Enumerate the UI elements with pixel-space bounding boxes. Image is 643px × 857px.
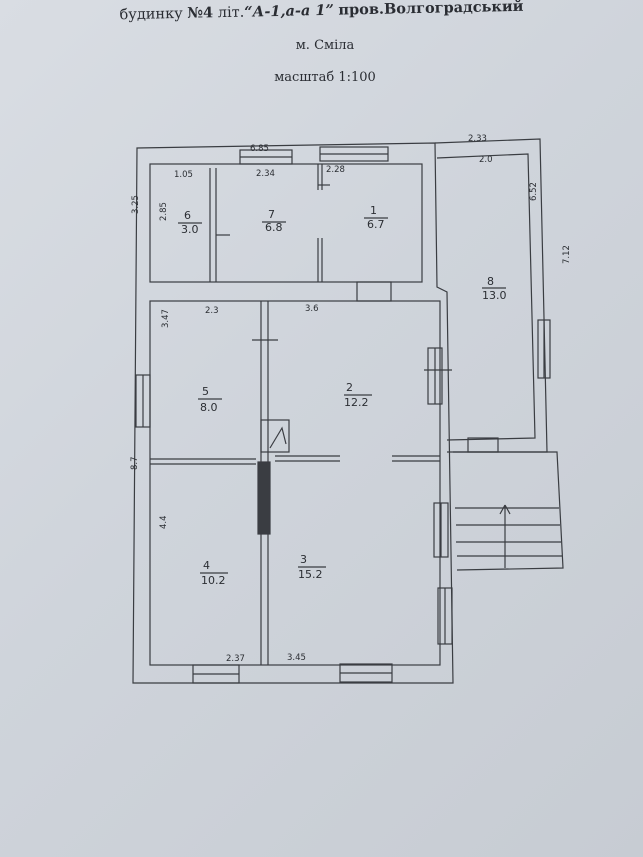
room-7-number: 7 [268, 208, 275, 221]
dim-8-7: 8.7 [130, 456, 140, 470]
room-2-number: 2 [346, 381, 353, 394]
dim-6-85: 6.85 [250, 144, 269, 154]
dim-3-45: 3.45 [287, 653, 306, 663]
room-labels: 6 3.0 7 6.8 1 6.7 8 13.0 5 8.0 2 12.2 4 … [181, 204, 507, 587]
dim-2-3: 2.3 [205, 306, 219, 316]
dim-2-33: 2.33 [468, 134, 487, 144]
porch-steps [453, 451, 564, 571]
scale-label: масштаб 1:100 [274, 70, 376, 85]
dim-4-4: 4.4 [159, 515, 169, 529]
room-5-area: 8.0 [200, 401, 218, 414]
dim-2-85: 2.85 [159, 202, 169, 221]
dim-2-28: 2.28 [326, 165, 345, 175]
room-4-area: 10.2 [201, 574, 226, 587]
windows [135, 146, 551, 684]
dim-6-52: 6.52 [529, 182, 539, 201]
dim-3-6: 3.6 [305, 304, 319, 314]
stove [260, 419, 290, 453]
room-3-number: 3 [300, 553, 307, 566]
dim-1-05: 1.05 [174, 170, 193, 180]
annex-inner-wall [436, 153, 536, 441]
dimension-labels: 6.85 2.33 2.0 6.52 7.12 3.25 2.85 1.05 2… [130, 134, 572, 664]
lower-inner-wall [149, 300, 441, 666]
room-2-area: 12.2 [344, 396, 369, 409]
city-label: м. Сміла [295, 38, 355, 53]
room-1-number: 1 [370, 204, 377, 217]
dim-3-25: 3.25 [131, 195, 141, 214]
dim-3-47: 3.47 [161, 309, 171, 328]
room-6-number: 6 [184, 209, 191, 222]
chimney [257, 461, 271, 535]
dim-2-34: 2.34 [256, 169, 275, 179]
dim-7-12: 7.12 [562, 245, 572, 264]
room-1-area: 6.7 [367, 218, 385, 231]
dim-2-37: 2.37 [226, 654, 245, 664]
room-8-area: 13.0 [482, 289, 507, 302]
room-5-number: 5 [202, 385, 209, 398]
dim-2-0: 2.0 [479, 155, 493, 165]
room-8-number: 8 [487, 275, 494, 288]
room-3-area: 15.2 [298, 568, 323, 581]
room-4-number: 4 [203, 559, 210, 572]
room-7-area: 6.8 [265, 221, 283, 234]
room-6-area: 3.0 [181, 223, 199, 236]
